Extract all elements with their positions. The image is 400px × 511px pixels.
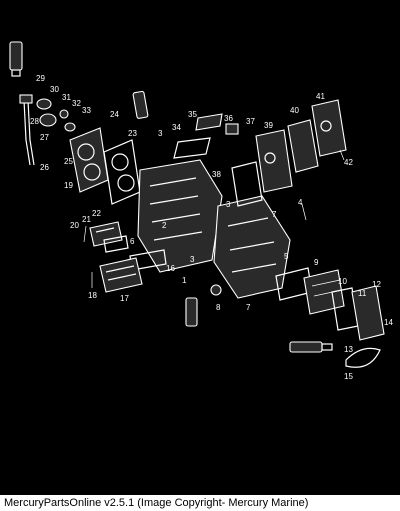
callout-27: 27	[40, 133, 49, 142]
callout-2: 2	[162, 221, 167, 230]
engine-block	[137, 159, 223, 273]
callout-16: 16	[166, 264, 175, 273]
callout-37: 37	[246, 117, 255, 126]
callout-12: 12	[372, 280, 381, 289]
callout-5: 5	[284, 252, 289, 261]
callout-40: 40	[290, 106, 299, 115]
crankcase	[213, 195, 291, 299]
cover-plates-top	[173, 113, 239, 159]
callout-42: 42	[344, 158, 353, 167]
reed-assembly-right	[275, 267, 385, 341]
reed-block-left	[89, 221, 123, 247]
callout-15: 15	[344, 372, 353, 381]
sealant-tube-center	[132, 90, 149, 119]
callout-19: 19	[64, 181, 73, 190]
callout-39: 39	[264, 121, 273, 130]
callout-11: 11	[358, 289, 367, 298]
callout-20: 20	[70, 221, 79, 230]
callout-1: 1	[182, 276, 187, 285]
sealant-tube-lower	[185, 284, 222, 327]
callout-32: 32	[72, 99, 81, 108]
callout-38: 38	[212, 170, 221, 179]
image-caption: MercuryPartsOnline v2.5.1 (Image Copyrig…	[0, 495, 400, 511]
callout-33: 33	[82, 106, 91, 115]
callout-35: 35	[188, 110, 197, 119]
callout-25: 25	[64, 157, 73, 166]
cover-gasket	[231, 161, 263, 207]
callout-18: 18	[88, 291, 97, 300]
sealant-tube-top	[9, 41, 23, 77]
callout-28: 28	[30, 117, 39, 126]
callouts: 1 2 3 3 3 4 5 6 7 7 8 9 10 11 12 13 14 1…	[30, 74, 393, 381]
exhaust-covers	[255, 99, 347, 193]
sealant-tube-bottom	[289, 341, 333, 353]
callout-3a: 3	[158, 129, 163, 138]
callout-21: 21	[82, 215, 91, 224]
head-gasket	[103, 139, 141, 205]
callout-14: 14	[384, 318, 393, 327]
cylinder-head	[69, 127, 109, 193]
callout-4: 4	[298, 198, 303, 207]
callout-13: 13	[344, 345, 353, 354]
callout-7a: 7	[272, 210, 277, 219]
callout-17: 17	[120, 294, 129, 303]
callout-10: 10	[338, 277, 347, 286]
hose-assembly	[19, 94, 35, 166]
callout-3b: 3	[226, 200, 231, 209]
callout-30: 30	[50, 85, 59, 94]
callout-6: 6	[130, 237, 135, 246]
callout-23: 23	[128, 129, 137, 138]
callout-22: 22	[92, 209, 101, 218]
callout-24: 24	[110, 110, 119, 119]
callout-7b: 7	[246, 303, 251, 312]
callout-3c: 3	[190, 255, 195, 264]
callout-29: 29	[36, 74, 45, 83]
callout-36: 36	[224, 114, 233, 123]
bolts	[83, 149, 345, 288]
callout-31: 31	[62, 93, 71, 102]
callout-9: 9	[314, 258, 319, 267]
intake-housing	[99, 257, 143, 293]
exploded-parts-diagram: 1 2 3 3 3 4 5 6 7 7 8 9 10 11 12 13 14 1…	[9, 41, 393, 381]
callout-26: 26	[40, 163, 49, 172]
small-fittings	[36, 98, 76, 132]
callout-41: 41	[316, 92, 325, 101]
callout-34: 34	[172, 123, 181, 132]
callout-8: 8	[216, 303, 221, 312]
spring-clip	[345, 347, 381, 368]
